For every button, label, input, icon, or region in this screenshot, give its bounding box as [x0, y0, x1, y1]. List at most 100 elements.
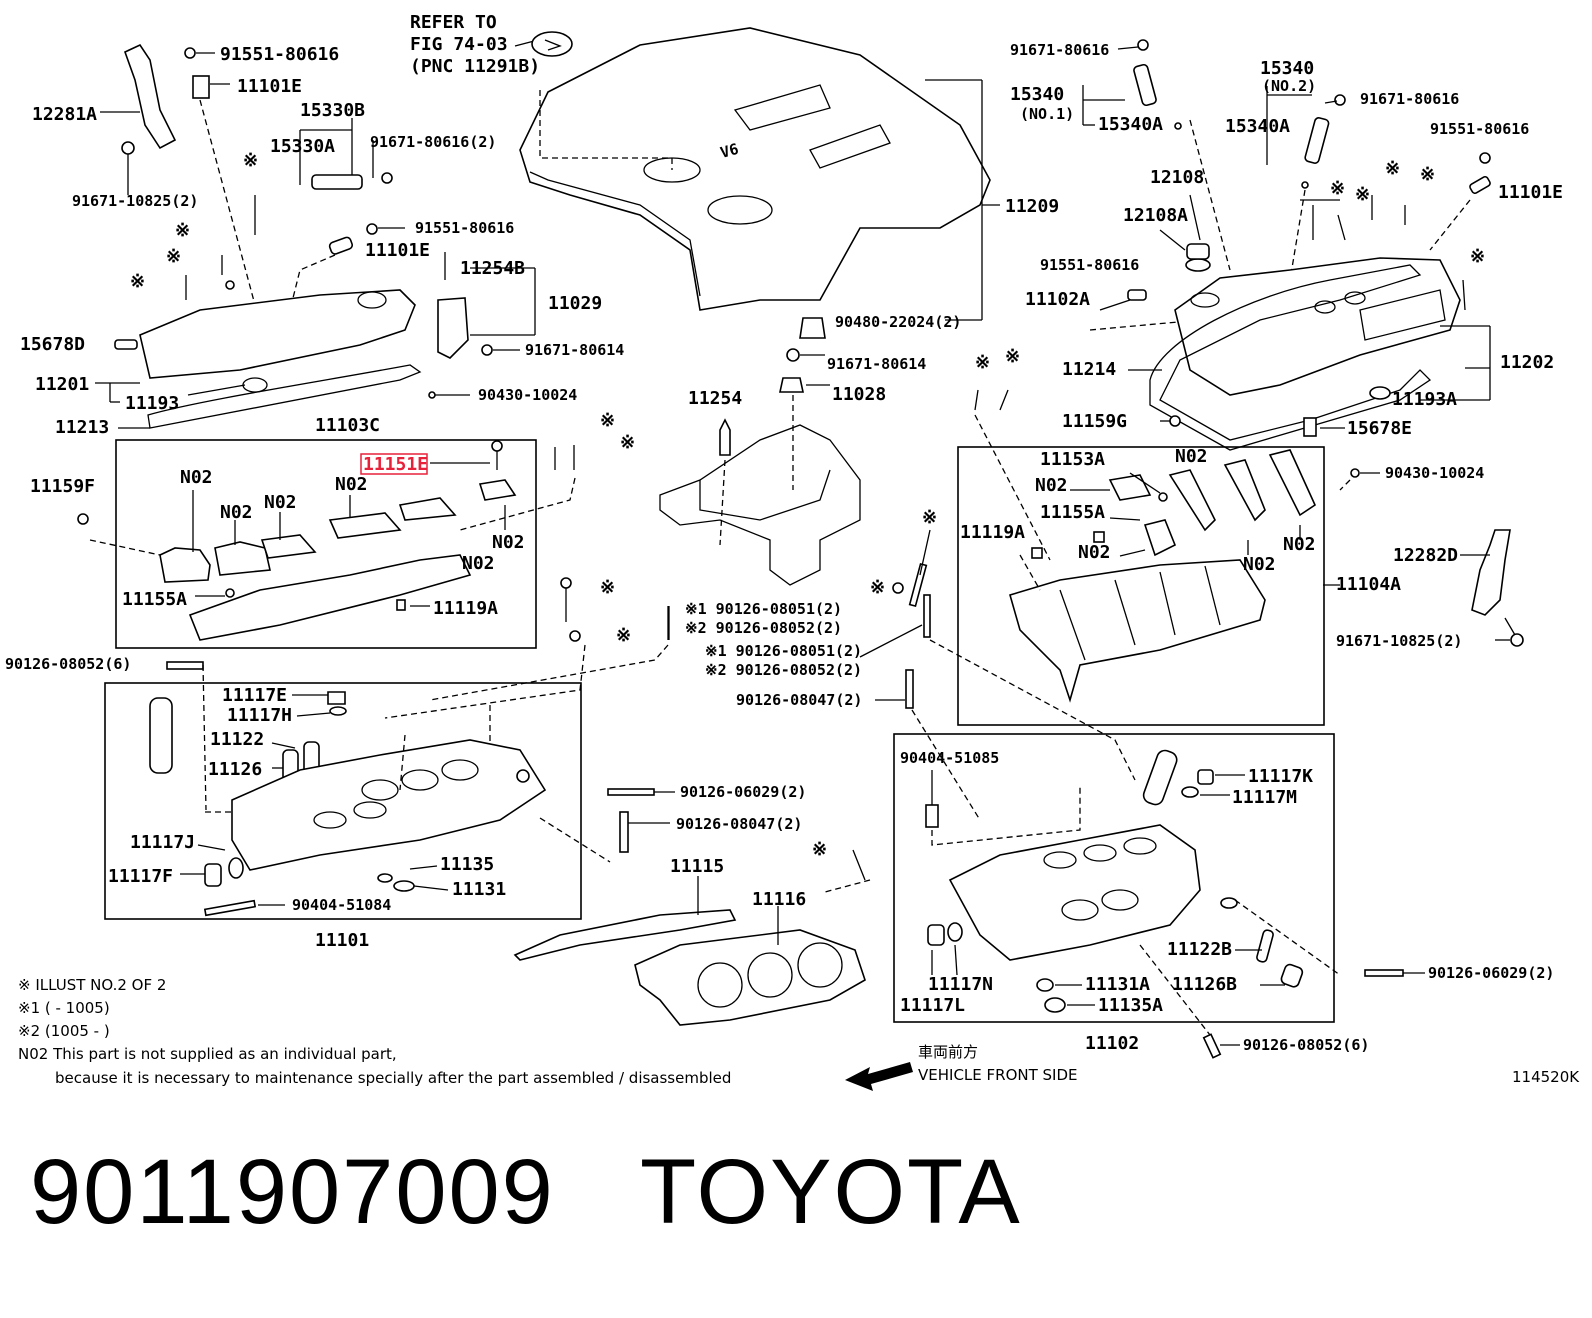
camshaft-housing-parts [77, 440, 576, 641]
label-91671-80614-b: 91671-80614 [827, 355, 926, 373]
label-n02-b: N02 [220, 502, 253, 523]
label-15330b: 15330B [300, 100, 365, 121]
label-91551-80616-r1: 91551-80616 [1430, 120, 1529, 138]
label-n02-r1: N02 [1035, 475, 1068, 496]
vehicle-front-indicator: 車両前方 VEHICLE FRONT SIDE [845, 1043, 1078, 1091]
label-11254: 11254 [688, 388, 742, 409]
bracket-12282d [1460, 529, 1524, 647]
label-90404-51084: 90404-51084 [292, 896, 391, 914]
svg-text:※: ※ [1470, 246, 1485, 267]
label-90126-08047-b: 90126-08047(2) [676, 815, 802, 833]
label-n02-r2: N02 [1078, 542, 1111, 563]
svg-text:※: ※ [620, 432, 635, 453]
box-11103c [115, 439, 537, 649]
refer-line-1: REFER TO [410, 12, 497, 33]
label-s2-90126-08052-a: ※2 90126-08052(2) [685, 619, 842, 637]
label-11155a-a: 11155A [122, 589, 187, 610]
label-11102: 11102 [1085, 1033, 1139, 1054]
valve-cover-left [139, 289, 416, 379]
label-n02-f: N02 [462, 553, 495, 574]
svg-text:※: ※ [243, 150, 258, 171]
reference-marks-right: ※ ※ ※ ※ ※ ※ ※ [975, 158, 1485, 373]
label-11202: 11202 [1500, 352, 1554, 373]
box-11102 [893, 733, 1335, 1023]
front-label-jp: 車両前方 [918, 1043, 978, 1061]
reference-marks-center: ※ ※ ※ [812, 507, 937, 860]
label-11117h: 11117H [227, 705, 292, 726]
label-11135: 11135 [440, 854, 494, 875]
svg-text:※: ※ [175, 220, 190, 241]
footnote-2: ※1 ( - 1005) [18, 999, 110, 1017]
parts-diagram: REFER TO FIG 74-03 (PNC 11291B) V6 11209… [5, 12, 1580, 1091]
lexus-emblem-icon [531, 31, 573, 57]
label-n02-a: N02 [180, 467, 213, 488]
center-parts [513, 348, 1136, 1026]
label-11254b: 11254B [460, 258, 525, 279]
label-11117l: 11117L [900, 995, 965, 1016]
part-number-caption: 9011907009 [30, 1141, 555, 1243]
brand-caption: TOYOTA [640, 1141, 1022, 1243]
label-11117n: 11117N [928, 974, 993, 995]
cylinder-head-left [149, 691, 611, 917]
label-11101: 11101 [315, 930, 369, 951]
label-11153a: 11153A [1040, 449, 1105, 470]
box-11104a [957, 446, 1325, 726]
valve-cover-right [1174, 257, 1461, 396]
label-11103c: 11103C [315, 415, 380, 436]
footnote-3: ※2 (1005 - ) [18, 1022, 110, 1040]
label-11213: 11213 [55, 417, 109, 438]
label-11116: 11116 [752, 889, 806, 910]
svg-text:※: ※ [1355, 184, 1370, 205]
svg-text:※: ※ [1005, 346, 1020, 367]
label-11119a-a: 11119A [433, 598, 498, 619]
label-11117k: 11117K [1248, 766, 1313, 787]
label-s2-90126-08052-b: ※2 90126-08052(2) [705, 661, 862, 679]
label-11101e-r: 11101E [1498, 182, 1563, 203]
label-11117j: 11117J [130, 832, 195, 853]
bracket-12281a [124, 43, 177, 150]
svg-text:V6: V6 [718, 140, 740, 162]
label-11028: 11028 [832, 384, 886, 405]
label-91551-80616-a: 91551-80616 [220, 44, 339, 65]
svg-text:※: ※ [870, 577, 885, 598]
reference-marks-left: ※ ※ ※ ※ ※ ※ ※ ※ [130, 150, 635, 646]
label-11122b: 11122B [1167, 939, 1232, 960]
svg-text:※: ※ [616, 625, 631, 646]
label-90126-08047-a: 90126-08047(2) [736, 691, 862, 709]
label-11126b: 11126B [1172, 974, 1237, 995]
label-11104a: 11104A [1336, 574, 1401, 595]
label-11115: 11115 [670, 856, 724, 877]
label-90404-51085: 90404-51085 [900, 749, 999, 767]
label-15340-no1: 15340 [1010, 84, 1064, 105]
label-12108a: 12108A [1123, 205, 1188, 226]
label-11193: 11193 [125, 393, 179, 414]
svg-text:※: ※ [130, 271, 145, 292]
label-11155a-r: 11155A [1040, 502, 1105, 523]
label-91671-10825-2a: 91671-10825(2) [72, 192, 198, 210]
label-11159g: 11159G [1062, 411, 1127, 432]
label-11135a: 11135A [1098, 995, 1163, 1016]
front-label-en: VEHICLE FRONT SIDE [918, 1066, 1078, 1084]
label-11122: 11122 [210, 729, 264, 750]
cylinder-head-right [925, 749, 1425, 1059]
label-90126-06029-a: 90126-06029(2) [680, 783, 806, 801]
label-11209: 11209 [1005, 196, 1059, 217]
label-15330a: 15330A [270, 136, 335, 157]
label-15340-no2: 15340 [1260, 58, 1314, 79]
left-upper-parts [95, 43, 536, 429]
camshaft-housing-right [1009, 449, 1340, 703]
label-11159f: 11159F [30, 476, 95, 497]
label-11117f: 11117F [108, 866, 173, 887]
label-11101e-b: 11101E [365, 240, 430, 261]
label-11214: 11214 [1062, 359, 1116, 380]
box-11101 [104, 682, 582, 920]
footnote-4: N02 This part is not supplied as an indi… [18, 1045, 397, 1063]
label-11101e-a: 11101E [237, 76, 302, 97]
label-15678d: 15678D [20, 334, 85, 355]
svg-text:※: ※ [1385, 158, 1400, 179]
label-11102a: 11102A [1025, 289, 1090, 310]
label-91671-80616-r2: 91671-80616 [1360, 90, 1459, 108]
engine-cover-11209: V6 [519, 27, 1000, 339]
label-15340a-r2: 15340A [1225, 116, 1290, 137]
label-11119a-r: 11119A [960, 522, 1025, 543]
